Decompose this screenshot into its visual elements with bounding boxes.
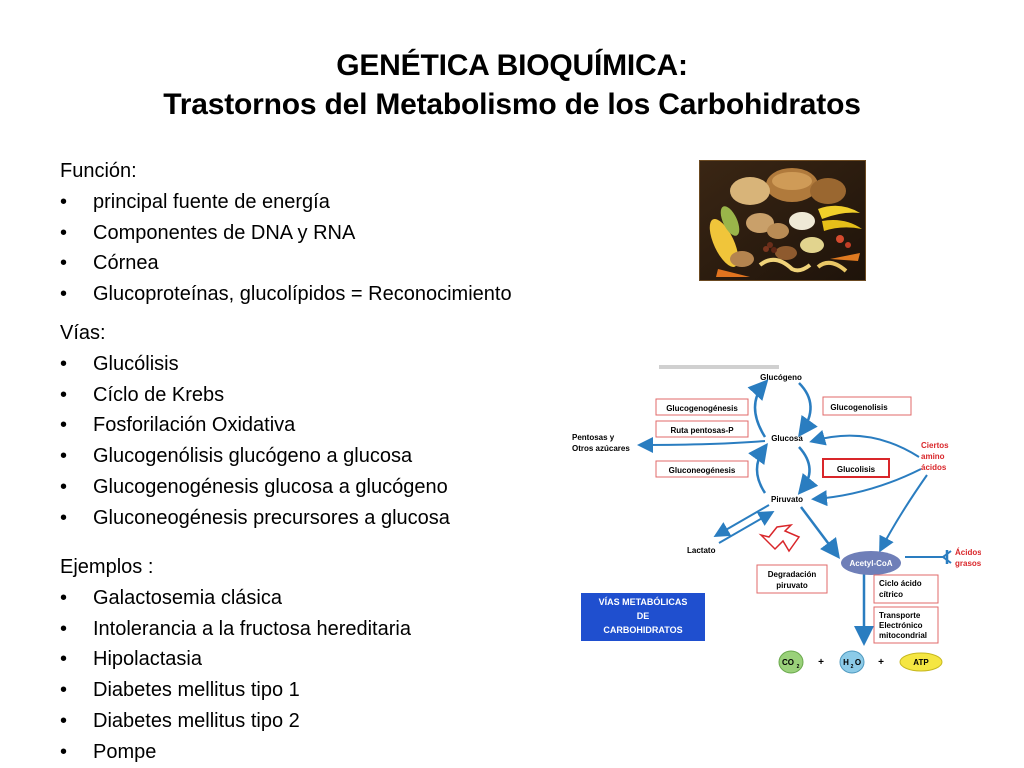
degradation-arrows-icon [758,523,801,553]
label-h2o-sub: 2 [851,664,854,670]
label-gluconeogenesis: Gluconeogénesis [669,466,736,475]
arrow-glucosa-to-piruvato [797,446,819,495]
bullet-list: Galactosemia clásica Intolerancia a la f… [60,583,411,768]
acetyl-coa-node [841,551,901,575]
list-item: Componentes de DNA y RNA [60,218,512,249]
box-degradacion [756,564,828,594]
list-item: Cíclo de Krebs [60,380,450,411]
section-vias: Vías: Glucólisis Cíclo de Krebs Fosforil… [60,318,450,534]
label-transporte-2: Electrónico [879,621,923,630]
label-vias-3: CARBOHIDRATOS [603,625,682,635]
label-glucolisis: Glucolisis [837,465,876,474]
box-vias-metabolicas [581,593,705,641]
list-item: Glucogenogénesis glucosa a glucógeno [60,472,450,503]
label-h2o-o: O [855,658,861,667]
plus-sign: + [818,657,824,668]
label-transporte-1: Transporte [879,611,921,620]
section-heading: Vías: [60,322,106,344]
label-glucogeno: Glucógeno [760,373,802,382]
bullet-list: principal fuente de energía Componentes … [60,187,512,310]
label-ciclo-1: Ciclo ácido [879,579,922,588]
label-ciclo-2: cítrico [879,590,903,599]
box-glucogenolisis [822,396,912,416]
list-item: principal fuente de energía [60,187,512,218]
label-ciertos-1: Ciertos [921,441,949,450]
carbohydrate-foods-illustration [700,161,865,280]
label-degradacion-1: Degradación [768,570,817,579]
bullet-list: Glucólisis Cíclo de Krebs Fosforilación … [60,349,450,534]
carbohydrate-foods-photo [699,160,866,281]
box-ruta-pentosas [655,420,749,438]
arrow-glucosa-to-glucogeno [747,379,769,438]
label-glucogenolisis: Glucogenolisis [830,403,888,412]
metabolic-pathways-svg: Glucógeno Glucogenogénesis Ruta pentosas… [569,365,981,677]
list-item: Pompe [60,737,411,768]
label-degradacion-2: piruvato [776,581,808,590]
label-co2: CO [782,658,794,667]
label-pentosas-2: Otros azúcares [572,444,630,453]
label-vias-1: VÍAS METABÓLICAS [599,596,688,607]
label-vias-2: DE [637,611,650,621]
label-transporte-3: mitocondrial [879,631,927,640]
arrow-piruvato-to-lactato [713,504,770,537]
arrow-aminoacidos-to-piruvato [811,468,922,507]
label-co2-sub: 2 [797,664,800,670]
section-heading: Función: [60,160,137,182]
label-pentosas-1: Pentosas y [572,433,615,442]
label-ruta-pentosas: Ruta pentosas-P [670,426,734,435]
label-glucosa: Glucosa [771,434,803,443]
box-transporte [873,606,939,644]
arrow-piruvato-to-acetylcoa [800,506,840,559]
arrow-lactato-to-piruvato [718,511,775,544]
list-item: Diabetes mellitus tipo 1 [60,675,411,706]
atp-node [899,652,943,672]
co2-node [778,650,804,674]
label-h2o-h: H [843,658,849,667]
plus-sign: + [878,657,884,668]
arrow-glucosa-to-pentosas [637,436,766,453]
label-lactato: Lactato [687,546,716,555]
label-acidos-1: Ácidos [955,548,981,557]
label-piruvato: Piruvato [771,495,803,504]
arrow-aminoacidos-to-acetylcoa [879,474,928,553]
list-item: Glucoproteínas, glucolípidos = Reconocim… [60,279,512,310]
list-item: Gluconeogénesis precursores a glucosa [60,503,450,534]
list-item: Hipolactasia [60,644,411,675]
title-line-1: GENÉTICA BIOQUÍMICA: [336,49,688,82]
label-atp: ATP [913,658,929,667]
cropped-header-text [659,365,779,369]
label-ciertos-3: ácidos [921,463,947,472]
box-ciclo-citrico [873,574,939,604]
list-item: Galactosemia clásica [60,583,411,614]
list-item: Glucogenólisis glucógeno a glucosa [60,441,450,472]
list-item: Fosforilación Oxidativa [60,410,450,441]
h2o-node [839,650,865,674]
box-gluconeogenesis [655,460,749,478]
title-line-2: Trastornos del Metabolismo de los Carboh… [163,88,861,121]
arrow-glucogeno-to-glucosa [798,382,818,438]
list-item: Intolerancia a la fructosa hereditaria [60,614,411,645]
list-item: Glucólisis [60,349,450,380]
list-item: Diabetes mellitus tipo 2 [60,706,411,737]
arrow-aminoacidos-to-glucosa [809,430,920,458]
list-item: Córnea [60,248,512,279]
label-acetyl-coa: Acetyl-CoA [849,559,892,568]
box-glucogenogenesis [655,398,749,416]
section-heading: Ejemplos : [60,556,154,578]
label-acidos-2: grasos [955,559,981,568]
label-glucogenogenesis: Glucogenogénesis [666,404,738,413]
arrow-piruvato-to-glucosa [748,442,768,494]
box-glucolisis [822,458,890,478]
slide-title: GENÉTICA BIOQUÍMICA: Trastornos del Meta… [0,46,1024,124]
metabolic-pathways-diagram: Glucógeno Glucogenogénesis Ruta pentosas… [569,365,981,677]
label-ciertos-2: amino [921,452,945,461]
section-funcion: Función: principal fuente de energía Com… [60,156,512,310]
section-ejemplos: Ejemplos : Galactosemia clásica Intolera… [60,552,411,768]
